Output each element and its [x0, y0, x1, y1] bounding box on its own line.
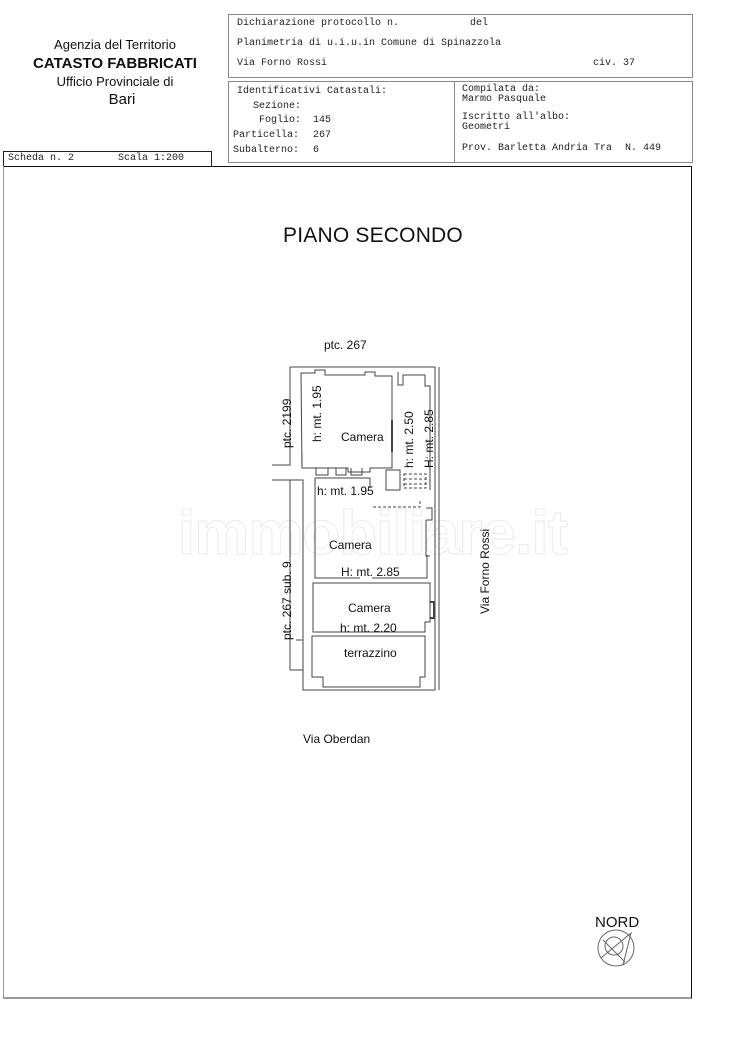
declaration-label: Dichiarazione protocollo n.: [237, 18, 400, 29]
planimetry-line: Planimetria di u.i.u.in Comune di Spinaz…: [237, 38, 502, 49]
address-line: Via Forno Rossi: [237, 58, 328, 69]
agency-name: Agenzia del Territorio: [54, 37, 176, 52]
registration-number: N. 449: [625, 143, 662, 154]
room-3-name: Camera: [329, 538, 372, 552]
street-right: Via Forno Rossi: [478, 528, 492, 614]
sezione-label: Sezione:: [253, 101, 302, 112]
room-5-name: terrazzino: [344, 646, 397, 660]
particella-label: Particella:: [233, 130, 300, 141]
room-3-height-high: H: mt. 2.85: [341, 565, 400, 579]
office-name: Ufficio Provinciale di: [56, 74, 174, 89]
sheet-scale: Scala 1:200: [118, 153, 185, 164]
north-label: NORD: [595, 914, 640, 931]
subalterno-label: Subalterno:: [233, 145, 300, 156]
civic-number: civ. 37: [593, 58, 636, 69]
compiler-box: Compilata da: Marmo Pasquale Iscritto al…: [454, 81, 693, 163]
identifiers-title: Identificativi Catastali:: [237, 86, 388, 97]
floor-title: PIANO SECONDO: [283, 224, 463, 247]
province-label: Prov. Barletta Andria Tra: [462, 143, 613, 154]
neighbor-left-bottom: ptc. 267 sub. 9: [280, 561, 294, 640]
declaration-del: del: [470, 18, 489, 29]
neighbor-left-top: ptc. 2199: [280, 398, 294, 448]
identifiers-box: Identificativi Catastali: Sezione: Fogli…: [228, 81, 454, 163]
drawing-frame: [3, 166, 692, 999]
room-4-name: Camera: [348, 601, 391, 615]
declaration-box: Dichiarazione protocollo n. del Planimet…: [228, 14, 693, 78]
room-4-height: h: mt. 2.20: [340, 621, 397, 635]
watermark: immobiliare.it: [177, 498, 568, 568]
particella-value: 267: [313, 130, 332, 141]
office-city: Bari: [108, 91, 136, 108]
frame-inner-border: [3, 166, 5, 999]
registry-name: CATASTO FABBRICATI: [33, 55, 197, 72]
room-2-height-high: H: mt. 2.85: [422, 409, 436, 468]
registered-value: Geometri: [462, 122, 511, 133]
neighbor-top: ptc. 267: [324, 338, 367, 352]
room-1-name: Camera: [341, 430, 384, 444]
compiled-by-value: Marmo Pasquale: [462, 94, 547, 105]
foglio-label: Foglio:: [259, 115, 302, 126]
room-3-height-low: h: mt. 1.95: [317, 484, 374, 498]
foglio-value: 145: [313, 115, 332, 126]
agency-header: Agenzia del Territorio CATASTO FABBRICAT…: [0, 36, 230, 110]
room-1-height: h: mt. 1.95: [310, 385, 324, 442]
sheet-number: Scheda n. 2: [8, 153, 75, 164]
compiled-by-label: Compilata da:: [462, 84, 541, 95]
registered-label: Iscritto all'albo:: [462, 112, 571, 123]
street-bottom: Via Oberdan: [303, 732, 371, 746]
subalterno-value: 6: [313, 145, 320, 156]
room-2-height-low: h: mt. 2.50: [402, 411, 416, 468]
sheet-info-bar: Scheda n. 2 Scala 1:200: [3, 151, 212, 167]
